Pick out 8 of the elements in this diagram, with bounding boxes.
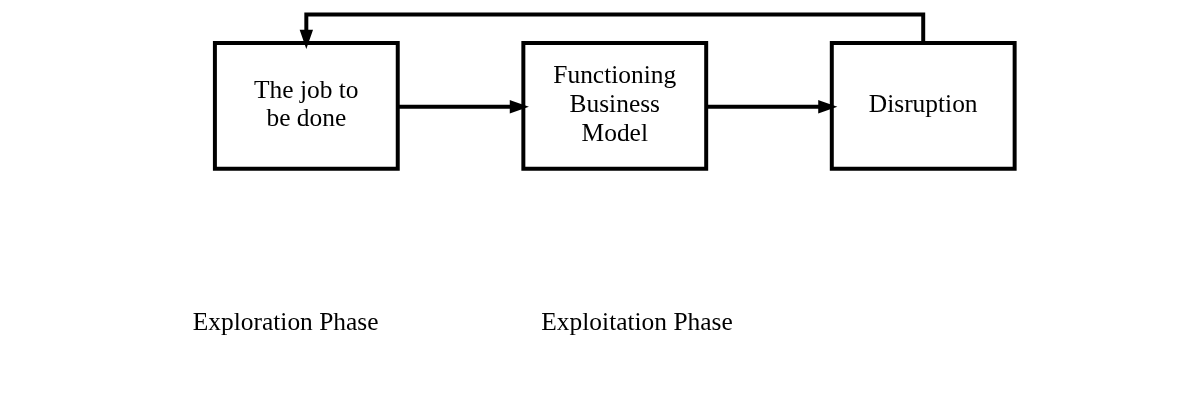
node-box: The job to be done	[212, 41, 400, 171]
label: Exploration Phase	[192, 306, 379, 336]
arrow	[398, 100, 529, 114]
arrow	[706, 100, 838, 114]
label: Exploitation Phase	[541, 306, 733, 336]
node-box: Functioning Business Model	[521, 41, 709, 171]
node-box: Disruption	[829, 41, 1017, 171]
arrow	[299, 12, 926, 49]
